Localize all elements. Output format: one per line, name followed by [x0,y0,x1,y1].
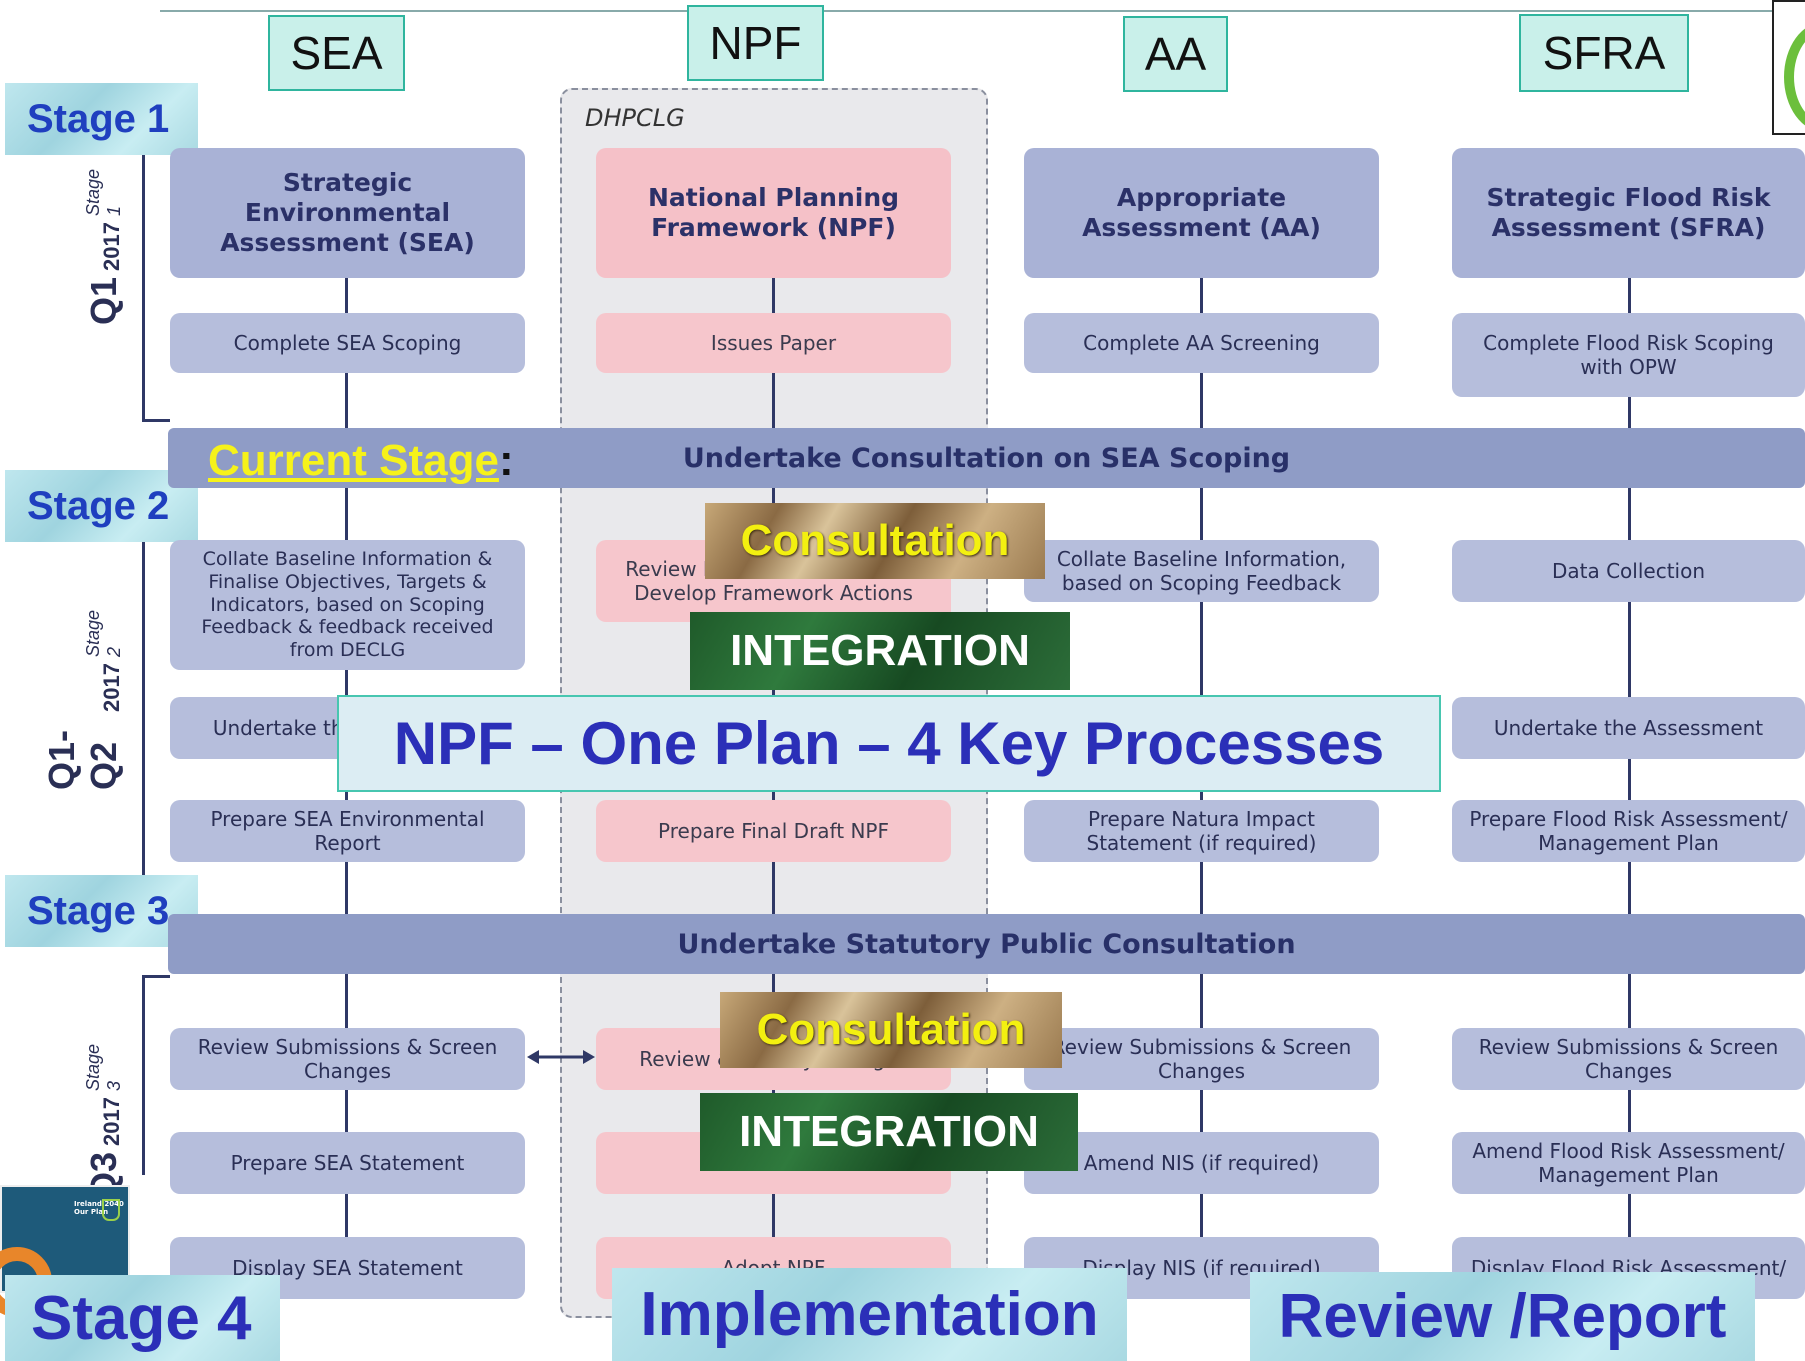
consultation-tag-upper: Consultation [705,503,1045,579]
stage-3-tag: Stage 3 [5,875,198,947]
column-header-sea: SEA [268,15,405,91]
stage-1-tag: Stage 1 [5,83,198,155]
current-stage-label: Current Stage: [208,436,514,485]
aa-step-baseline: Collate Baseline Information, based on S… [1024,540,1379,602]
stage2-bracket [142,540,170,890]
sfra-step-scoping: Complete Flood Risk Scoping with OPW [1452,313,1805,397]
sea-step-environmental-report: Prepare SEA Environmental Report [170,800,525,862]
consultation-tag-lower: Consultation [720,992,1062,1068]
stage-2-tag: Stage 2 [5,470,198,542]
npf-step-final-draft: Prepare Final Draft NPF [596,800,951,862]
stage3-bracket [142,975,170,1175]
quarter-label-2: Q1-Q2 2017 Stage 2 [41,610,124,790]
aa-step-natura-statement: Prepare Natura Impact Statement (if requ… [1024,800,1379,862]
stage-4-tag: Stage 4 [5,1275,280,1361]
consultation-band-public: Undertake Statutory Public Consultation [168,914,1805,974]
top-rule [160,10,1780,12]
column-header-npf: NPF [687,5,824,81]
sfra-step-management-plan: Prepare Flood Risk Assessment/ Managemen… [1452,800,1805,862]
review-report-tag: Review /Report [1250,1272,1755,1361]
sea-step-statement: Prepare SEA Statement [170,1132,525,1194]
aa-step-screening: Complete AA Screening [1024,313,1379,373]
sfra-step-review-submissions: Review Submissions & Screen Changes [1452,1028,1805,1090]
sfra-step-data-collection: Data Collection [1452,540,1805,602]
integration-tag-lower: INTEGRATION [700,1093,1078,1171]
sfra-step-assessment: Undertake the Assessment [1452,697,1805,759]
sfra-step-amend-plan: Amend Flood Risk Assessment/ Management … [1452,1132,1805,1194]
stage1-bracket [142,152,170,422]
bidirectional-arrow [527,1042,595,1072]
sfra-connector [1628,275,1631,1275]
quarter-label-1: Q1 2017 Stage 1 [83,168,124,325]
sfra-header-box: Strategic Flood Risk Assessment (SFRA) [1452,148,1805,278]
logo-icon [102,1199,120,1221]
sea-step-display-statement: Display SEA Statement [170,1237,525,1299]
main-banner: NPF – One Plan – 4 Key Processes [337,695,1441,792]
org-label: DHPCLG [585,104,685,132]
aa-header-box: Appropriate Assessment (AA) [1024,148,1379,278]
aa-step-amend-nis: Amend NIS (if required) [1024,1132,1379,1194]
sea-step-review-submissions: Review Submissions & Screen Changes [170,1028,525,1090]
npf-header-box: National Planning Framework (NPF) [596,148,951,278]
sea-step-scoping: Complete SEA Scoping [170,313,525,373]
integration-tag-upper: INTEGRATION [690,612,1070,690]
column-header-aa: AA [1123,16,1228,92]
logo-fragment [1772,0,1805,135]
column-header-sfra: SFRA [1519,14,1689,92]
consultation-band-scoping: Undertake Consultation on SEA Scoping [168,428,1805,488]
implementation-tag: Implementation [612,1268,1127,1361]
npf-step-issues-paper: Issues Paper [596,313,951,373]
sea-header-box: Strategic Environmental Assessment (SEA) [170,148,525,278]
sea-step-baseline: Collate Baseline Information & Finalise … [170,540,525,670]
quarter-label-3: Q3 2017 Stage 3 [83,1043,124,1200]
aa-step-review-submissions: Review Submissions & Screen Changes [1024,1028,1379,1090]
